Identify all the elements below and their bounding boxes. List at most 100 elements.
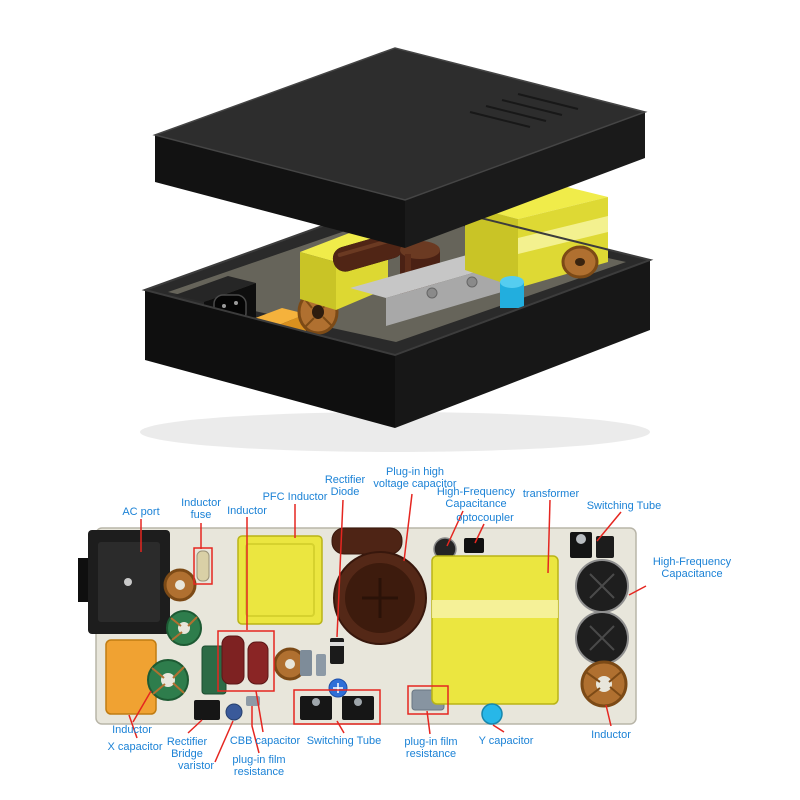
pcb-toroid-green-a bbox=[166, 610, 202, 646]
leader-rectifier-diode bbox=[336, 499, 344, 638]
y-capacitor-3d bbox=[500, 276, 524, 308]
tube-screw bbox=[576, 534, 586, 544]
label-optocoupler: optocoupler bbox=[456, 512, 514, 524]
label-pfc-inductor: PFC Inductor bbox=[262, 491, 328, 503]
lid-front-face bbox=[405, 112, 645, 248]
diode-body bbox=[330, 638, 344, 664]
pcb-toroid-bottom-right bbox=[580, 660, 628, 708]
pcb-ac-port bbox=[78, 530, 170, 634]
leader-optocoupler bbox=[474, 523, 485, 544]
leader-switching-tube-bottom bbox=[336, 720, 345, 734]
label-inductor-bottom-left: Inductor bbox=[112, 724, 152, 736]
leader-switching-tube-top bbox=[596, 511, 622, 542]
pcb-inductor-fuse bbox=[196, 550, 210, 582]
ac-port-pin bbox=[124, 578, 132, 586]
heatsink-screw bbox=[426, 287, 438, 299]
pcb-film-resistor bbox=[316, 654, 326, 676]
toroid-winding bbox=[170, 616, 198, 641]
adapter-tray-walls bbox=[141, 196, 654, 428]
leader-x-capacitor bbox=[128, 714, 138, 739]
label-inductor-fuse: Inductor fuse bbox=[181, 497, 221, 522]
pfc-inner-line bbox=[245, 543, 315, 617]
heatsink-screw bbox=[466, 276, 478, 288]
pcb-high-voltage-capacitor bbox=[333, 551, 427, 645]
pcb-film-resistor bbox=[300, 650, 312, 676]
label-hf-capacitance-right: High-Frequency Capacitance bbox=[652, 556, 732, 581]
label-switching-tube-bottom: Switching Tube bbox=[306, 735, 382, 747]
pcb-switching-tubes-bottom bbox=[300, 696, 374, 720]
leader-film-resistance-right bbox=[426, 710, 431, 735]
label-switching-tube-top: Switching Tube bbox=[586, 500, 662, 512]
cbb-cap bbox=[247, 641, 269, 685]
lid-edge bbox=[152, 47, 648, 201]
leader-rectifier-bridge bbox=[187, 719, 203, 734]
pcb-film-resistor bbox=[246, 696, 260, 706]
toroid-hole bbox=[312, 305, 324, 319]
leader-inductor-bottom-right bbox=[605, 704, 612, 727]
tray-rim-edge bbox=[141, 196, 654, 357]
leader-cbb-capacitor bbox=[255, 690, 264, 733]
capacitor-lying-3d bbox=[332, 233, 404, 272]
label-inductor-bottom-right: Inductor bbox=[591, 729, 631, 741]
lid-vents bbox=[469, 93, 579, 128]
label-varistor: varistor bbox=[177, 760, 215, 772]
pcb-toroid-copper-topleft bbox=[163, 568, 197, 602]
label-transformer: transformer bbox=[522, 488, 580, 500]
switching-tube bbox=[596, 536, 614, 558]
lid-left-face bbox=[155, 135, 405, 248]
label-hf-capacitance-top: High-Frequency Capacitance bbox=[436, 486, 516, 511]
label-x-capacitor: X capacitor bbox=[107, 741, 163, 753]
toroid-hole bbox=[575, 258, 585, 266]
pfc-side bbox=[300, 252, 336, 310]
pcb-rectifier-diode bbox=[330, 638, 344, 664]
cap-vent bbox=[589, 625, 615, 651]
label-plugin-high-voltage-capacitor: Plug-in high voltage capacitor bbox=[373, 466, 457, 491]
annotation-boxes bbox=[193, 547, 449, 725]
transformer-body bbox=[431, 555, 559, 705]
pcb-blue-trimmer bbox=[328, 678, 348, 698]
leader-hf-capacitance-top bbox=[446, 510, 464, 547]
leader-varistor bbox=[214, 720, 234, 763]
toroid-winding bbox=[585, 670, 623, 699]
leader-lines bbox=[128, 493, 647, 763]
tube-hole bbox=[354, 698, 362, 706]
diode-band bbox=[330, 642, 344, 646]
leader-hv-capacitor bbox=[403, 493, 413, 562]
label-cbb-capacitor: CBB capacitor bbox=[229, 735, 301, 747]
leader-transformer bbox=[547, 499, 551, 574]
tray-left-wall bbox=[145, 290, 395, 428]
cap-vent bbox=[362, 578, 398, 618]
toroid-hole bbox=[175, 580, 185, 590]
pcb-toroid-green-b bbox=[147, 659, 189, 701]
toroid-hole bbox=[285, 659, 295, 669]
tray-front-wall bbox=[395, 260, 650, 428]
highlight-box-cbb bbox=[217, 630, 275, 692]
label-rectifier-bridge: Rectifier Bridge bbox=[166, 736, 208, 761]
label-ac-port: AC port bbox=[122, 506, 160, 518]
switching-tube bbox=[342, 696, 374, 720]
adapter-lid bbox=[152, 47, 648, 248]
transformer-tape bbox=[432, 600, 558, 618]
ycap-top bbox=[500, 276, 524, 288]
label-rectifier-diode: Rectifier Diode bbox=[324, 474, 366, 499]
switching-tube bbox=[300, 696, 332, 720]
pcb-cbb-capacitors bbox=[221, 635, 269, 685]
switching-tube bbox=[570, 532, 592, 558]
pcb-pfc-inductor bbox=[237, 535, 323, 625]
toroid-winding bbox=[151, 666, 185, 695]
toroid-right-3d bbox=[561, 245, 599, 279]
highlight-box-switching-tubes bbox=[293, 689, 381, 725]
pcb-rectifier-bridge bbox=[194, 700, 220, 720]
transformer-tape bbox=[518, 216, 608, 254]
highlight-box-fuse bbox=[193, 547, 213, 585]
leader-y-capacitor bbox=[492, 724, 505, 733]
transformer-side bbox=[465, 205, 518, 288]
cap-highlight bbox=[337, 237, 396, 257]
ground-shadow bbox=[140, 412, 650, 452]
ac-port-clip bbox=[78, 558, 90, 602]
pcb-y-capacitor bbox=[481, 703, 503, 725]
adapter-3d-view bbox=[140, 47, 654, 452]
pcb-varistor bbox=[225, 703, 243, 721]
label-plugin-film-resistance-left: plug-in film resistance bbox=[232, 754, 286, 779]
